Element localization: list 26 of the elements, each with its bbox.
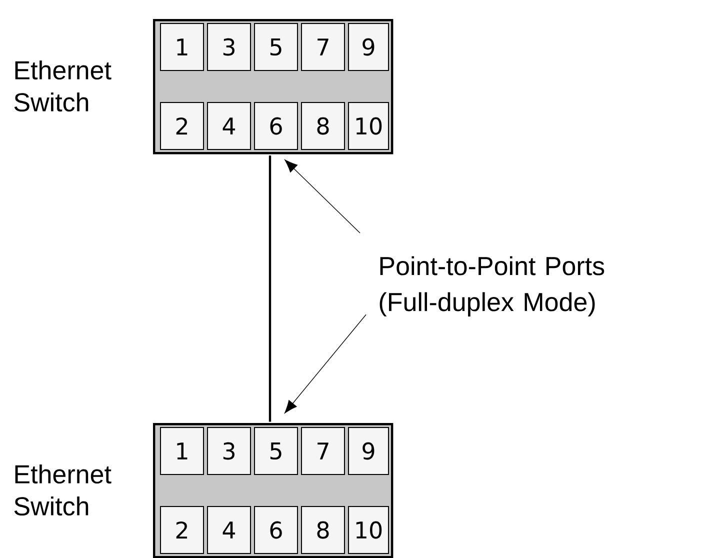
switch-label: Ethernet Switch bbox=[14, 60, 112, 112]
port-box: 6 bbox=[254, 102, 298, 150]
leader-arrow bbox=[284, 314, 366, 414]
port-box: 2 bbox=[160, 102, 204, 150]
port-box: 9 bbox=[348, 23, 389, 71]
port-box: 8 bbox=[301, 102, 345, 150]
port-box: 8 bbox=[301, 506, 345, 554]
port-box: 4 bbox=[207, 102, 251, 150]
port-box: 10 bbox=[348, 102, 389, 150]
switch-label: Ethernet Switch bbox=[14, 464, 112, 516]
port-box: 1 bbox=[160, 427, 204, 475]
port-box: 6 bbox=[254, 506, 298, 554]
port-box: 4 bbox=[207, 506, 251, 554]
port-box: 5 bbox=[254, 427, 298, 475]
port-box: 10 bbox=[348, 506, 389, 554]
port-box: 1 bbox=[160, 23, 204, 71]
port-box: 3 bbox=[207, 427, 251, 475]
port-box: 2 bbox=[160, 506, 204, 554]
callout-text: Point-to-Point Ports (Full-duplex Mode) bbox=[380, 256, 604, 316]
port-box: 5 bbox=[254, 23, 298, 71]
port-box: 7 bbox=[301, 427, 345, 475]
leader-arrow bbox=[284, 160, 360, 234]
port-box: 9 bbox=[348, 427, 389, 475]
port-box: 7 bbox=[301, 23, 345, 71]
port-box: 3 bbox=[207, 23, 251, 71]
cable-line bbox=[268, 156, 272, 422]
